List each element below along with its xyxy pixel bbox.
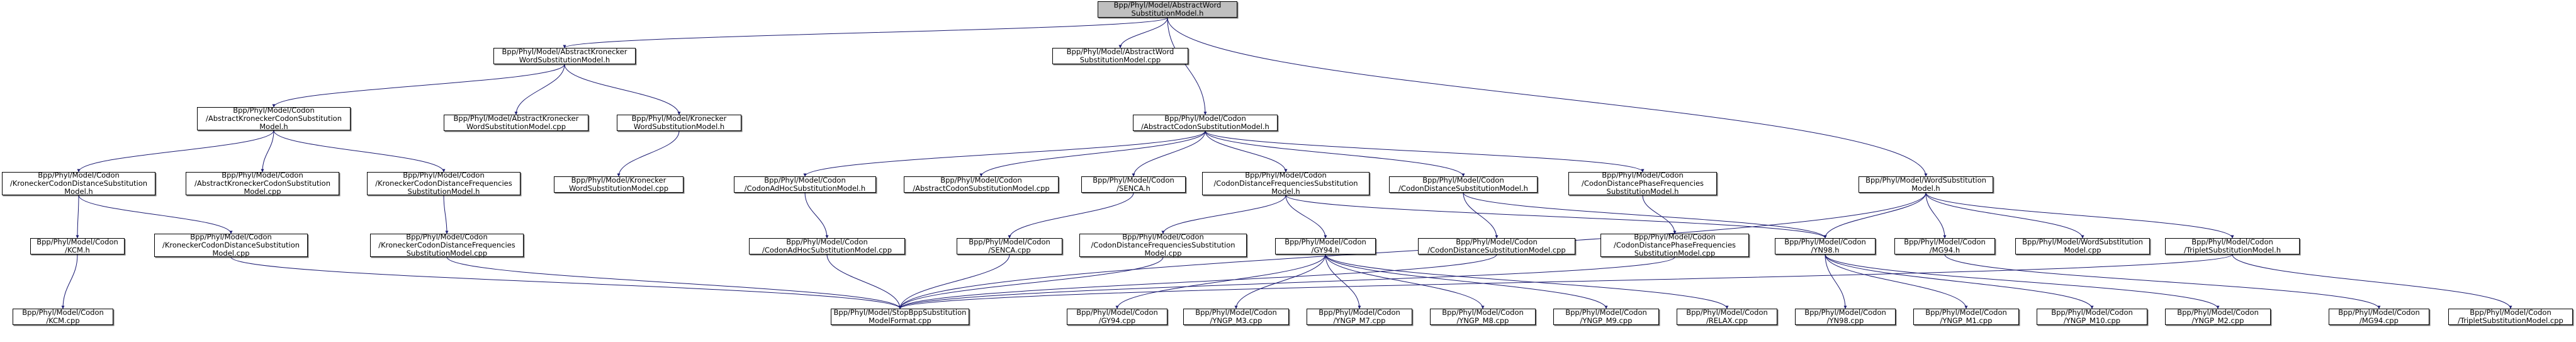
graph-edge — [1825, 254, 1968, 309]
graph-node[interactable]: Bpp/Phyl/Model/AbstractKronecker WordSub… — [493, 48, 636, 64]
graph-node[interactable]: Bpp/Phyl/Model/Codon /TripletSubstitutio… — [2165, 238, 2300, 254]
graph-node[interactable]: Bpp/Phyl/Model/Codon /SENCA.cpp — [957, 238, 1062, 254]
graph-edge — [514, 64, 565, 115]
graph-node[interactable]: Bpp/Phyl/Model/Codon /YN98.h — [1775, 238, 1876, 254]
graph-node[interactable]: Bpp/Phyl/Model/Codon /YNGP_M3.cpp — [1183, 309, 1289, 325]
graph-node[interactable]: Bpp/Phyl/Model/Codon /AbstractCodonSubst… — [904, 176, 1059, 193]
graph-node[interactable]: Bpp/Phyl/Model/Codon /AbstractCodonSubst… — [1133, 115, 1278, 131]
graph-node[interactable]: Bpp/Phyl/Model/AbstractWord Substitution… — [1098, 1, 1237, 18]
graph-node[interactable]: Bpp/Phyl/Model/Codon /GY94.h — [1275, 238, 1376, 254]
graph-edge — [1205, 130, 1288, 173]
graph-node[interactable]: Bpp/Phyl/Model/Codon /CodonDistanceFrequ… — [1079, 233, 1247, 257]
graph-edge — [1925, 192, 2234, 239]
graph-edge — [1463, 192, 1827, 239]
graph-edge — [61, 254, 78, 309]
graph-node[interactable]: Bpp/Phyl/Model/Codon /CodonAdHocSubstitu… — [749, 238, 905, 254]
graph-edge — [443, 195, 449, 234]
graph-edge — [1325, 254, 1485, 309]
graph-edge — [979, 130, 1206, 177]
graph-node[interactable]: Bpp/Phyl/Model/Codon /KroneckerCodonDist… — [370, 233, 524, 257]
graph-edge — [1205, 130, 1465, 177]
graph-edge — [563, 17, 1168, 48]
graph-node[interactable]: Bpp/Phyl/Model/Codon /KroneckerCodonDist… — [2, 171, 155, 195]
graph-edge — [1234, 254, 1326, 309]
graph-edge — [272, 64, 565, 108]
graph-edge — [1823, 192, 1926, 239]
graph-node[interactable]: Bpp/Phyl/Model/AbstractKronecker WordSub… — [444, 115, 588, 131]
graph-node[interactable]: Bpp/Phyl/Model/Codon /CodonDistanceSubst… — [1389, 176, 1538, 193]
graph-edge — [564, 64, 681, 115]
graph-node[interactable]: Bpp/Phyl/Model/Codon /CodonDistanceSubst… — [1418, 238, 1575, 254]
graph-edge — [1008, 192, 1134, 239]
graph-node[interactable]: Bpp/Phyl/Model/Codon /AbstractKroneckerC… — [186, 171, 339, 195]
graph-edge — [1161, 195, 1286, 234]
graph-edge — [1285, 195, 1327, 239]
graph-edge — [77, 130, 274, 173]
graph-edge — [1825, 254, 2094, 309]
graph-edge — [898, 254, 2233, 309]
graph-node[interactable]: Bpp/Phyl/Model/Codon /MG94.h — [1894, 238, 1995, 254]
graph-edge — [1118, 17, 1168, 48]
graph-edge — [804, 192, 829, 239]
graph-edge — [78, 195, 233, 234]
graph-node[interactable]: Bpp/Phyl/Model/Codon /KCM.h — [30, 238, 125, 254]
graph-edge — [1132, 130, 1206, 177]
graph-edge — [1925, 192, 1947, 239]
graph-node[interactable]: Bpp/Phyl/Model/Codon /CodonDistancePhase… — [1568, 171, 1717, 195]
graph-edge — [76, 195, 79, 239]
graph-edge — [1825, 254, 2220, 309]
graph-node[interactable]: Bpp/Phyl/Model/Codon /AbstractKroneckerC… — [197, 106, 351, 130]
graph-edge — [1325, 254, 1361, 309]
graph-edge — [2232, 254, 2512, 309]
graph-node[interactable]: Bpp/Phyl/Model/StopBppSubstitution Model… — [831, 309, 969, 325]
graph-edge — [1642, 195, 1677, 234]
graph-edge — [261, 130, 274, 173]
graph-node[interactable]: Bpp/Phyl/Model/Codon /CodonDistanceFrequ… — [1202, 171, 1370, 195]
graph-node[interactable]: Bpp/Phyl/Model/Kronecker WordSubstitutio… — [617, 115, 741, 131]
graph-edge — [898, 256, 1164, 309]
graph-node[interactable]: Bpp/Phyl/Model/WordSubstitution Model.h — [1859, 176, 1993, 193]
graph-edge — [1925, 192, 2084, 239]
graph-node[interactable]: Bpp/Phyl/Model/Codon /YNGP_M1.cpp — [1913, 309, 2019, 325]
graph-node[interactable]: Bpp/Phyl/Model/Codon /YNGP_M7.cpp — [1307, 309, 1412, 325]
graph-node[interactable]: Bpp/Phyl/Model/AbstractWord Substitution… — [1052, 48, 1188, 64]
graph-edge — [898, 256, 1675, 309]
graph-edge — [1944, 254, 2381, 309]
graph-edge — [1825, 254, 1847, 309]
graph-edge — [1325, 254, 1608, 309]
graph-node[interactable]: Bpp/Phyl/Model/Kronecker WordSubstitutio… — [554, 176, 683, 193]
graph-node[interactable]: Bpp/Phyl/Model/Codon /CodonAdHocSubstitu… — [734, 176, 876, 193]
graph-node[interactable]: Bpp/Phyl/Model/Codon /SENCA.h — [1081, 176, 1186, 193]
graph-edge — [1463, 192, 1499, 239]
graph-edge — [898, 254, 1497, 309]
graph-edge — [273, 130, 446, 173]
graph-edge — [1167, 17, 1207, 115]
graph-node[interactable]: Bpp/Phyl/Model/Codon /KroneckerCodonDist… — [367, 171, 520, 195]
graph-edge — [1285, 195, 1827, 239]
graph-node[interactable]: Bpp/Phyl/Model/Codon /YNGP_M2.cpp — [2165, 309, 2271, 325]
graph-node[interactable]: Bpp/Phyl/Model/WordSubstitution Model.cp… — [2015, 238, 2150, 254]
graph-edge — [1167, 17, 1928, 177]
graph-node[interactable]: Bpp/Phyl/Model/Codon /KCM.cpp — [13, 309, 113, 325]
graph-node[interactable]: Bpp/Phyl/Model/Codon /YNGP_M10.cpp — [2037, 309, 2147, 325]
graph-edge — [826, 254, 902, 309]
graph-edge — [1325, 254, 1729, 309]
graph-node[interactable]: Bpp/Phyl/Model/Codon /CodonDistancePhase… — [1600, 233, 1749, 257]
graph-edge — [803, 130, 1206, 177]
graph-node[interactable]: Bpp/Phyl/Model/Codon /YN98.cpp — [1795, 309, 1896, 325]
graph-edge — [1115, 254, 1326, 309]
graph-edge — [898, 254, 1010, 309]
graph-edge — [446, 256, 902, 309]
graph-edge — [1205, 130, 1645, 173]
graph-node[interactable]: Bpp/Phyl/Model/Codon /RELAX.cpp — [1677, 309, 1777, 325]
graph-edge — [617, 130, 680, 177]
graph-node[interactable]: Bpp/Phyl/Model/Codon /YNGP_M8.cpp — [1430, 309, 1536, 325]
graph-edge — [230, 256, 902, 309]
graph-node[interactable]: Bpp/Phyl/Model/Codon /GY94.cpp — [1067, 309, 1167, 325]
graph-node[interactable]: Bpp/Phyl/Model/Codon /MG94.cpp — [2329, 309, 2429, 325]
graph-node[interactable]: Bpp/Phyl/Model/Codon /TripletSubstitutio… — [2448, 309, 2573, 325]
graph-node[interactable]: Bpp/Phyl/Model/Codon /KroneckerCodonDist… — [154, 233, 308, 257]
graph-node[interactable]: Bpp/Phyl/Model/Codon /YNGP_M9.cpp — [1553, 309, 1659, 325]
